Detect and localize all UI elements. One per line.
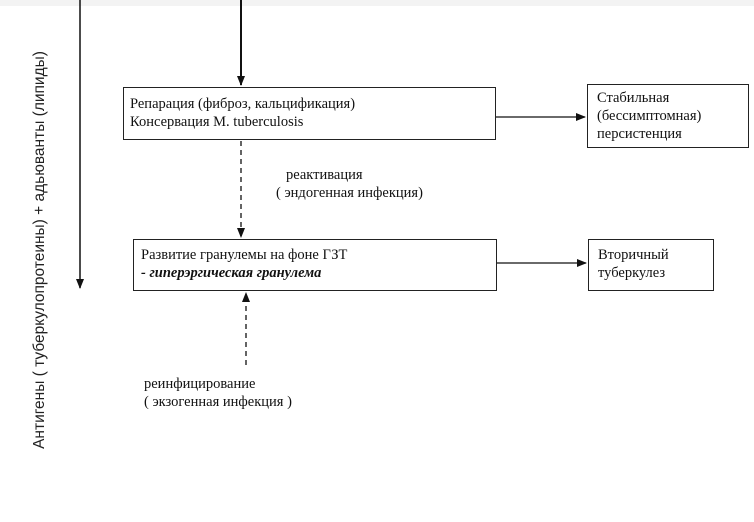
- granuloma-line-2: - гиперэргическая гранулема: [141, 265, 322, 281]
- stable-line-2: (бессимптомная): [597, 108, 702, 124]
- reactivation-line-1: реактивация: [286, 167, 363, 183]
- reparation-line-2: Консервация M. tuberculosis: [130, 114, 304, 130]
- secondary-tuberculosis-box: Вторичный туберкулез: [588, 239, 714, 291]
- reinfection-label: реинфицирование ( экзогенная инфекция ): [144, 375, 292, 411]
- secondary-line-2: туберкулез: [598, 265, 666, 281]
- reactivation-label: реактивация ( эндогенная инфекция): [276, 166, 423, 202]
- stable-line-3: персистенция: [597, 126, 682, 142]
- stable-line-1: Стабильная: [597, 90, 670, 106]
- reinfection-line-2: ( экзогенная инфекция ): [144, 394, 292, 410]
- reparation-line-1: Репарация (фиброз, кальцификация): [130, 96, 356, 112]
- antigens-side-label: Антигены ( туберкулопротеины) + адьювант…: [31, 51, 48, 449]
- stable-persistence-box: Стабильная (бессимптомная) персистенция: [587, 84, 749, 148]
- reparation-box: Репарация (фиброз, кальцификация) Консер…: [123, 87, 496, 140]
- granuloma-line-1: Развитие гранулемы на фоне ГЗТ: [141, 247, 348, 263]
- granuloma-box: Развитие гранулемы на фоне ГЗТ - гиперэр…: [133, 239, 497, 291]
- reinfection-line-1: реинфицирование: [144, 376, 256, 392]
- reactivation-line-2: ( эндогенная инфекция): [276, 185, 423, 201]
- top-strip: [0, 0, 754, 6]
- secondary-line-1: Вторичный: [598, 247, 669, 263]
